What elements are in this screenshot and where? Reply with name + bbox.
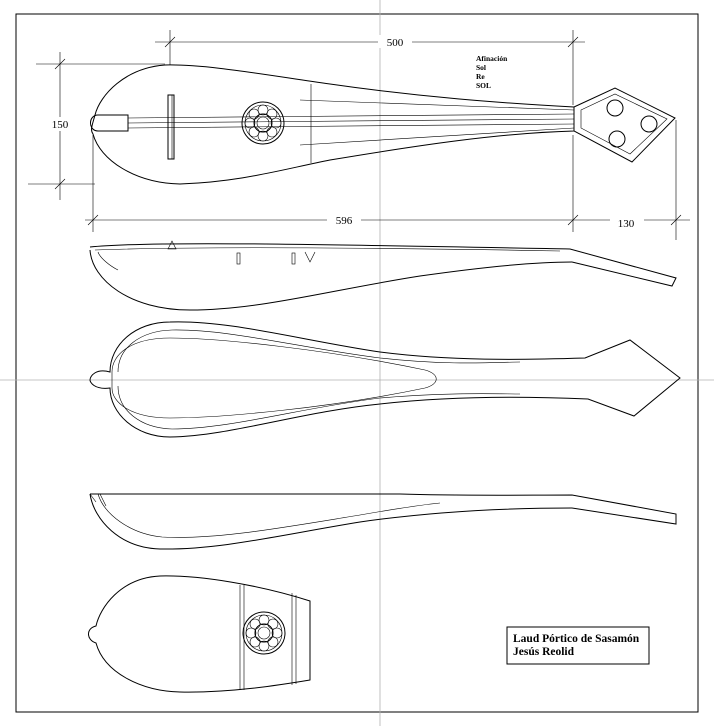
section-bottom: [89, 493, 573, 550]
side-fret-1: [236, 252, 241, 265]
tuning-note-3: SOL: [476, 81, 491, 90]
title-block: Laud Pórtico de Sasamón Jesús Reolid: [506, 626, 650, 665]
back-outline-inner: [117, 329, 521, 430]
back-view: [89, 321, 681, 438]
side-nut: [304, 251, 316, 263]
side-fret-2: [291, 252, 296, 265]
title-block-frame: [506, 626, 650, 665]
neck-line-top: [299, 99, 575, 111]
dimension-150: 150: [28, 52, 165, 200]
section-view: [89, 493, 677, 550]
string-2: [127, 118, 575, 124]
pegbox-top: [573, 87, 676, 163]
tuning-peg-1: [606, 99, 624, 117]
dimension-596: 596 130: [85, 120, 690, 240]
dimension-596-label: 596: [336, 215, 353, 227]
section-tail: [89, 493, 107, 507]
title-line-1: Laud Pórtico de Sasamón: [513, 633, 640, 645]
dimension-500-label: 500: [387, 37, 404, 49]
title-line-2: Jesús Reolid: [513, 646, 575, 658]
section-inner: [97, 493, 441, 538]
tuning-note: Afinación Sol Re SOL: [476, 54, 508, 90]
string-1: [127, 113, 575, 119]
tuning-note-2: Re: [476, 72, 485, 81]
soundboard-detail: [88, 575, 311, 693]
side-top-line-inner: [94, 247, 561, 252]
rosette-detail: [242, 611, 286, 655]
detail-outline: [88, 575, 311, 693]
back-inner-pocket: [111, 337, 437, 419]
side-top-line: [89, 243, 677, 287]
bridge-mark: [167, 240, 177, 250]
tuning-note-1: Sol: [476, 63, 486, 72]
side-body-curve: [89, 249, 573, 311]
top-view: 500 150 596 130 Afinaci: [28, 30, 690, 240]
rosette-top: [241, 101, 285, 145]
bridge: [167, 94, 175, 160]
tail-button-top: [90, 114, 129, 132]
tuning-peg-2: [640, 115, 658, 133]
dimension-130-label: 130: [618, 218, 635, 230]
tuning-peg-3: [608, 130, 626, 148]
dimension-150-label: 150: [52, 119, 69, 131]
sheet-frame: [15, 13, 699, 713]
string-3: [127, 123, 575, 129]
back-outline-outer: [89, 321, 681, 438]
neck-line-bottom: [299, 127, 575, 146]
side-view: [89, 240, 677, 311]
tuning-heading: Afinación: [476, 54, 508, 63]
dimension-500: 500: [155, 30, 585, 105]
side-body-inner: [97, 251, 119, 271]
section-top: [90, 493, 677, 525]
